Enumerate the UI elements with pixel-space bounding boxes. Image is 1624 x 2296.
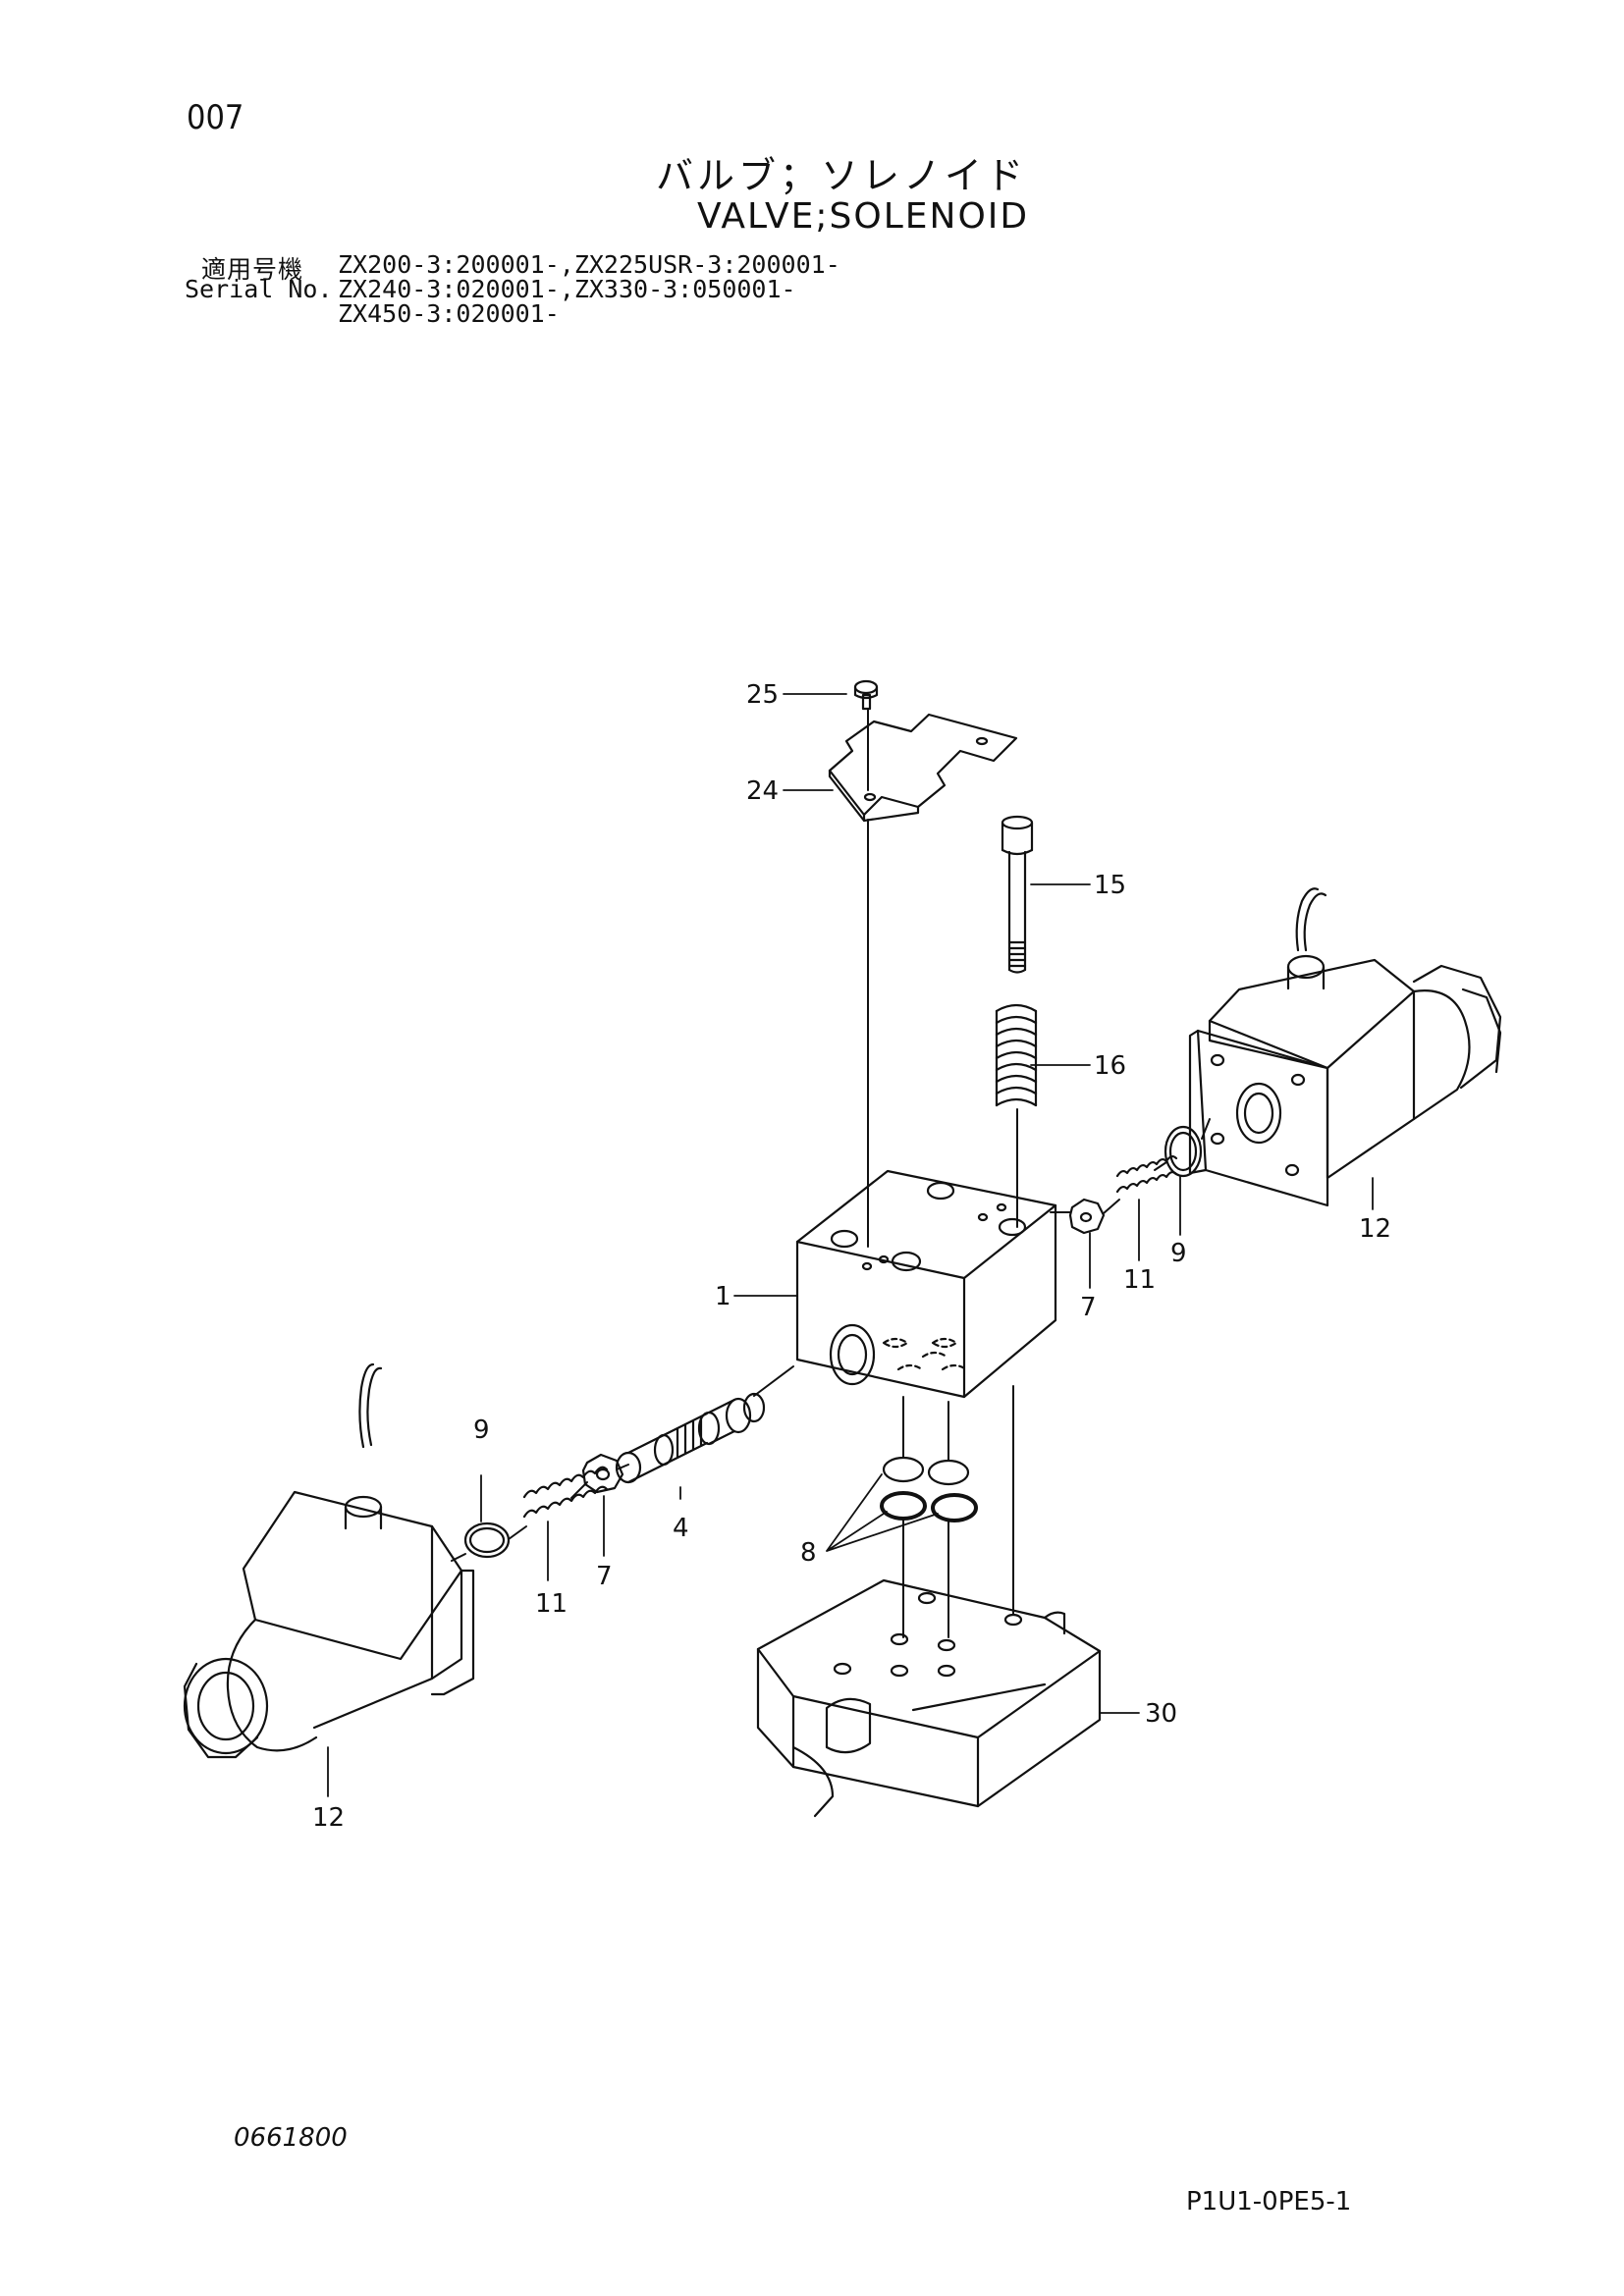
part-9-right-oring xyxy=(1164,1125,1203,1178)
callout-9-left: 9 xyxy=(473,1415,490,1445)
callout-16: 16 xyxy=(1094,1051,1126,1081)
part-25-screw xyxy=(853,679,879,711)
callout-25: 25 xyxy=(746,680,779,710)
part-30-base xyxy=(756,1578,1102,1818)
part-7-right-washer xyxy=(1068,1198,1106,1235)
callout-24: 24 xyxy=(746,776,779,806)
callout-9-right: 9 xyxy=(1170,1239,1187,1268)
part-8-orings xyxy=(880,1456,978,1522)
part-16-spring xyxy=(995,1003,1038,1107)
part-24-plate xyxy=(828,713,1018,823)
applicable-label-jp: 適用号機 xyxy=(201,255,304,284)
callout-11-right: 11 xyxy=(1123,1265,1156,1295)
callout-15: 15 xyxy=(1094,871,1126,900)
callout-12-right: 12 xyxy=(1359,1214,1391,1244)
part-12-right-solenoid xyxy=(1188,887,1502,1207)
serial-line-3: ZX450-3:020001- xyxy=(338,299,560,328)
title-japanese: バルブ；ソレノイド xyxy=(656,154,1028,197)
callout-11-left: 11 xyxy=(535,1589,568,1619)
part-1-valve-body xyxy=(795,1169,1057,1399)
callout-12-left: 12 xyxy=(312,1803,345,1833)
callout-30: 30 xyxy=(1145,1699,1177,1729)
page-code: P1U1-0PE5-1 xyxy=(1186,2187,1352,2216)
part-9-left-oring xyxy=(463,1522,511,1559)
callout-4: 4 xyxy=(673,1514,689,1543)
title-english: VALVE;SOLENOID xyxy=(697,196,1030,237)
serial-no-label: Serial No. xyxy=(185,275,333,303)
callout-leaders xyxy=(327,693,1374,1797)
serial-line-2: ZX240-3:020001-,ZX330-3:050001- xyxy=(338,275,796,303)
callout-1: 1 xyxy=(715,1282,731,1311)
callout-7-right: 7 xyxy=(1080,1293,1097,1322)
part-15-bolt xyxy=(1001,815,1034,974)
serial-line-1: ZX200-3:200001-,ZX225USR-3:200001- xyxy=(338,250,840,279)
callout-8: 8 xyxy=(800,1538,817,1568)
assembly-lines xyxy=(451,708,1211,1638)
part-12-left-solenoid xyxy=(183,1362,475,1759)
part-4-spool xyxy=(615,1392,766,1484)
drawing-number: 0661800 xyxy=(234,2123,348,2153)
callout-7-left: 7 xyxy=(596,1562,613,1591)
part-11-left-spring xyxy=(522,1466,609,1519)
page-number: 007 xyxy=(187,98,244,137)
